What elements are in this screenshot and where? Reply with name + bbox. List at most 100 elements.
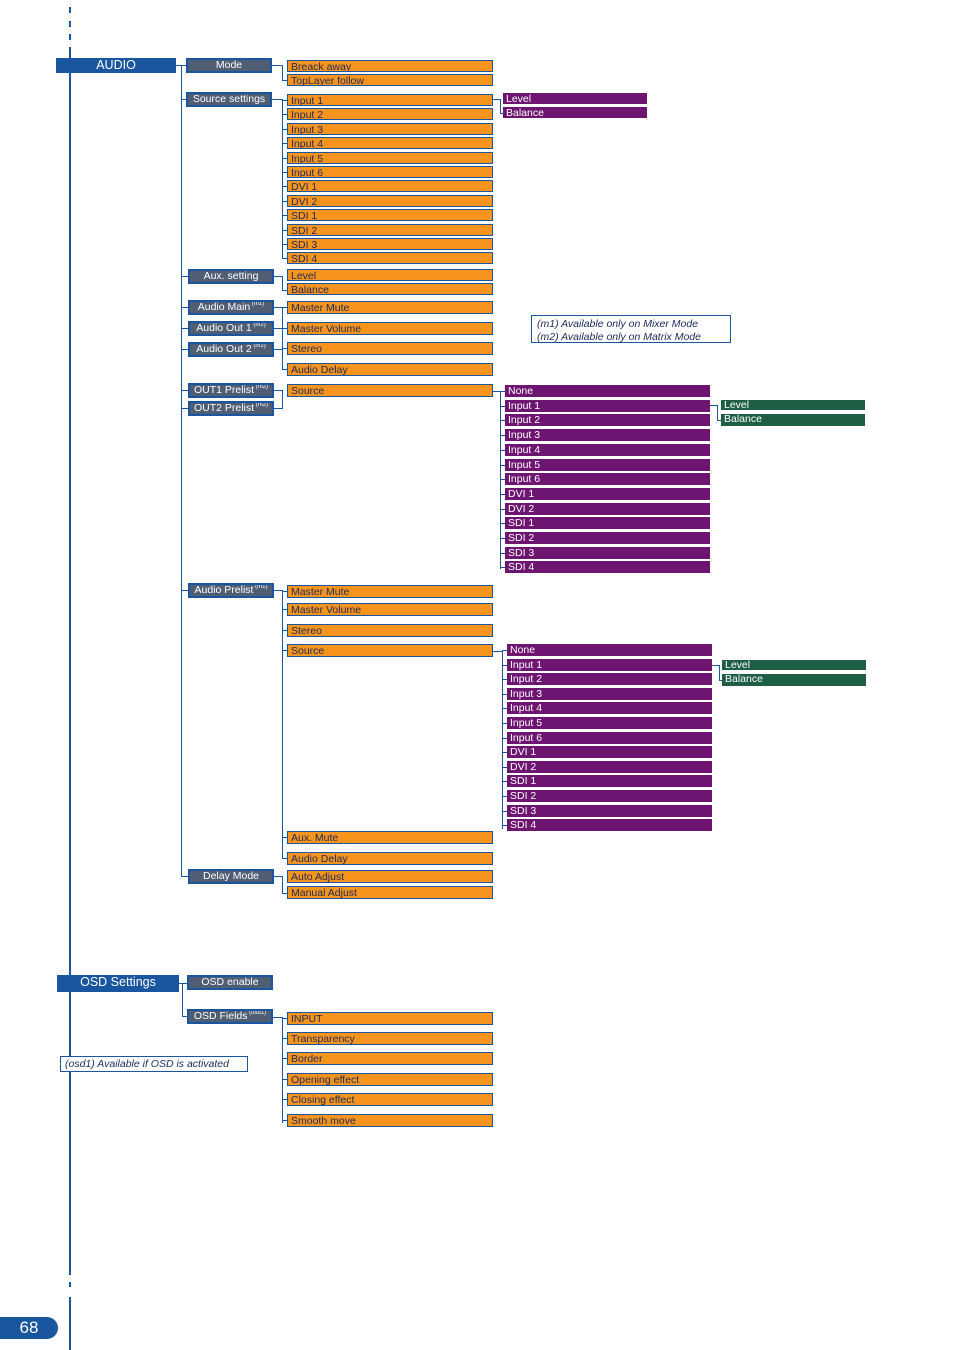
connector-line (274, 590, 282, 591)
source-dvi-2: DVI 2 (287, 194, 493, 207)
connector-line (282, 369, 287, 370)
node-label: Input 2 (291, 109, 324, 121)
connector-line (502, 650, 507, 651)
node-label: Balance (724, 414, 762, 425)
prelist-source-option-input-5: Input 5 (507, 717, 712, 729)
node-label: Aux. setting (203, 270, 259, 282)
connector-line (493, 99, 500, 100)
connector-line (181, 307, 188, 308)
page-rule (69, 47, 71, 1275)
connector-line (500, 552, 505, 554)
connector-line (282, 591, 287, 592)
connector-line (282, 893, 287, 894)
connector-line (502, 737, 507, 739)
connector-line (282, 128, 287, 130)
prelist-source-option-input-4: Input 4 (507, 702, 712, 715)
section-osd-settings: OSD Settings (57, 975, 179, 992)
connector-line (179, 983, 187, 984)
connector-line (282, 244, 287, 245)
node-label: Input 4 (508, 443, 541, 456)
connector-line (282, 143, 287, 145)
menu-item-audio-prelist: Audio Prelist (m1) (188, 583, 274, 598)
connector-line (282, 186, 287, 188)
node-label: Opening effect (291, 1074, 360, 1086)
connector-line (282, 837, 287, 838)
connector-line (712, 665, 719, 666)
osd-input: INPUT (287, 1012, 493, 1025)
node-label: Input 3 (508, 429, 541, 442)
node-label: SDI 3 (510, 804, 537, 817)
connector-line (282, 276, 283, 290)
connector-line (282, 328, 287, 329)
menu-item-audio-main: Audio Main (m1) (188, 300, 274, 315)
osd-transparency: Transparency (287, 1032, 493, 1045)
source-input-4: Input 4 (287, 137, 493, 150)
connector-line (493, 651, 502, 652)
connector-line (500, 113, 503, 114)
menu-item-mode: Mode (186, 58, 272, 73)
page-rule-dash (69, 7, 71, 13)
osd-smooth-move: Smooth move (287, 1114, 493, 1127)
prelist-source-option-dvi-1: DVI 1 (507, 746, 712, 759)
node-label: Input 6 (510, 731, 543, 744)
connector-line (282, 215, 287, 217)
availability-mark: (m1) (253, 584, 268, 590)
source-sdi-3: SDI 3 (287, 238, 493, 250)
node-label: TopLayer follow (291, 75, 364, 86)
source-option-input-6: Input 6 (505, 473, 710, 486)
menu-item-delay-mode: Delay Mode (188, 869, 274, 884)
connector-line (282, 650, 287, 651)
output-master-mute: Master Mute (287, 301, 493, 314)
prelist-aux-mute: Aux. Mute (287, 831, 493, 844)
prelist-source-option-sdi-3: SDI 3 (507, 804, 712, 817)
output-audio-delay: Audio Delay (287, 363, 493, 376)
aux-level: Level (287, 269, 493, 281)
connector-line (717, 420, 721, 421)
output-master-volume: Master Volume (287, 322, 493, 335)
connector-line (282, 100, 287, 101)
node-label: Input 1 (508, 399, 541, 412)
source-input-2: Input 2 (287, 108, 493, 121)
node-label: SDI 1 (510, 775, 537, 788)
connector-line (181, 349, 188, 350)
setting-level: Level (503, 93, 647, 104)
connector-line (282, 172, 287, 173)
node-label: Transparency (291, 1033, 355, 1045)
connector-line (282, 1079, 287, 1080)
connector-line (500, 479, 505, 481)
node-label: OUT2 Prelist (193, 402, 255, 414)
connector-line (181, 328, 188, 329)
node-label: Audio Delay (291, 853, 348, 865)
connector-line (282, 258, 287, 260)
page-number: 68 (0, 1317, 58, 1339)
connector-line (502, 796, 507, 797)
source-input-6: Input 6 (287, 166, 493, 178)
connector-line (181, 276, 188, 277)
osd-availability-note: (osd1) Available if OSD is activated (60, 1056, 248, 1072)
node-label: Source settings (192, 93, 266, 105)
availability-mark: (m2) (254, 402, 269, 408)
source-sdi-2: SDI 2 (287, 223, 493, 236)
node-label: None (510, 644, 536, 656)
source-sdi-4: SDI 4 (287, 252, 493, 265)
node-label: Level (291, 270, 317, 281)
node-label: Source (291, 385, 325, 397)
connector-line (282, 590, 283, 859)
connector-line (500, 449, 505, 451)
connector-line (710, 405, 717, 406)
source-input-5: Input 5 (287, 151, 493, 164)
menu-item-audio-out-2: Audio Out 2 (m2) (188, 342, 274, 357)
connector-line (502, 766, 507, 768)
node-label: OSD enable (201, 976, 259, 988)
page-rule-dash (69, 34, 71, 40)
node-label: DVI 2 (510, 760, 537, 773)
connector-line (500, 464, 505, 466)
prelist-source-option-sdi-1: SDI 1 (507, 775, 712, 788)
connector-line (500, 405, 505, 407)
menu-item-out1-prelist: OUT1 Prelist (m2) (188, 383, 274, 398)
connector-line (274, 307, 282, 308)
source-option-input-3: Input 3 (505, 429, 710, 442)
node-label: INPUT (291, 1013, 323, 1025)
connector-line (282, 307, 287, 308)
node-label: Source (291, 645, 325, 657)
